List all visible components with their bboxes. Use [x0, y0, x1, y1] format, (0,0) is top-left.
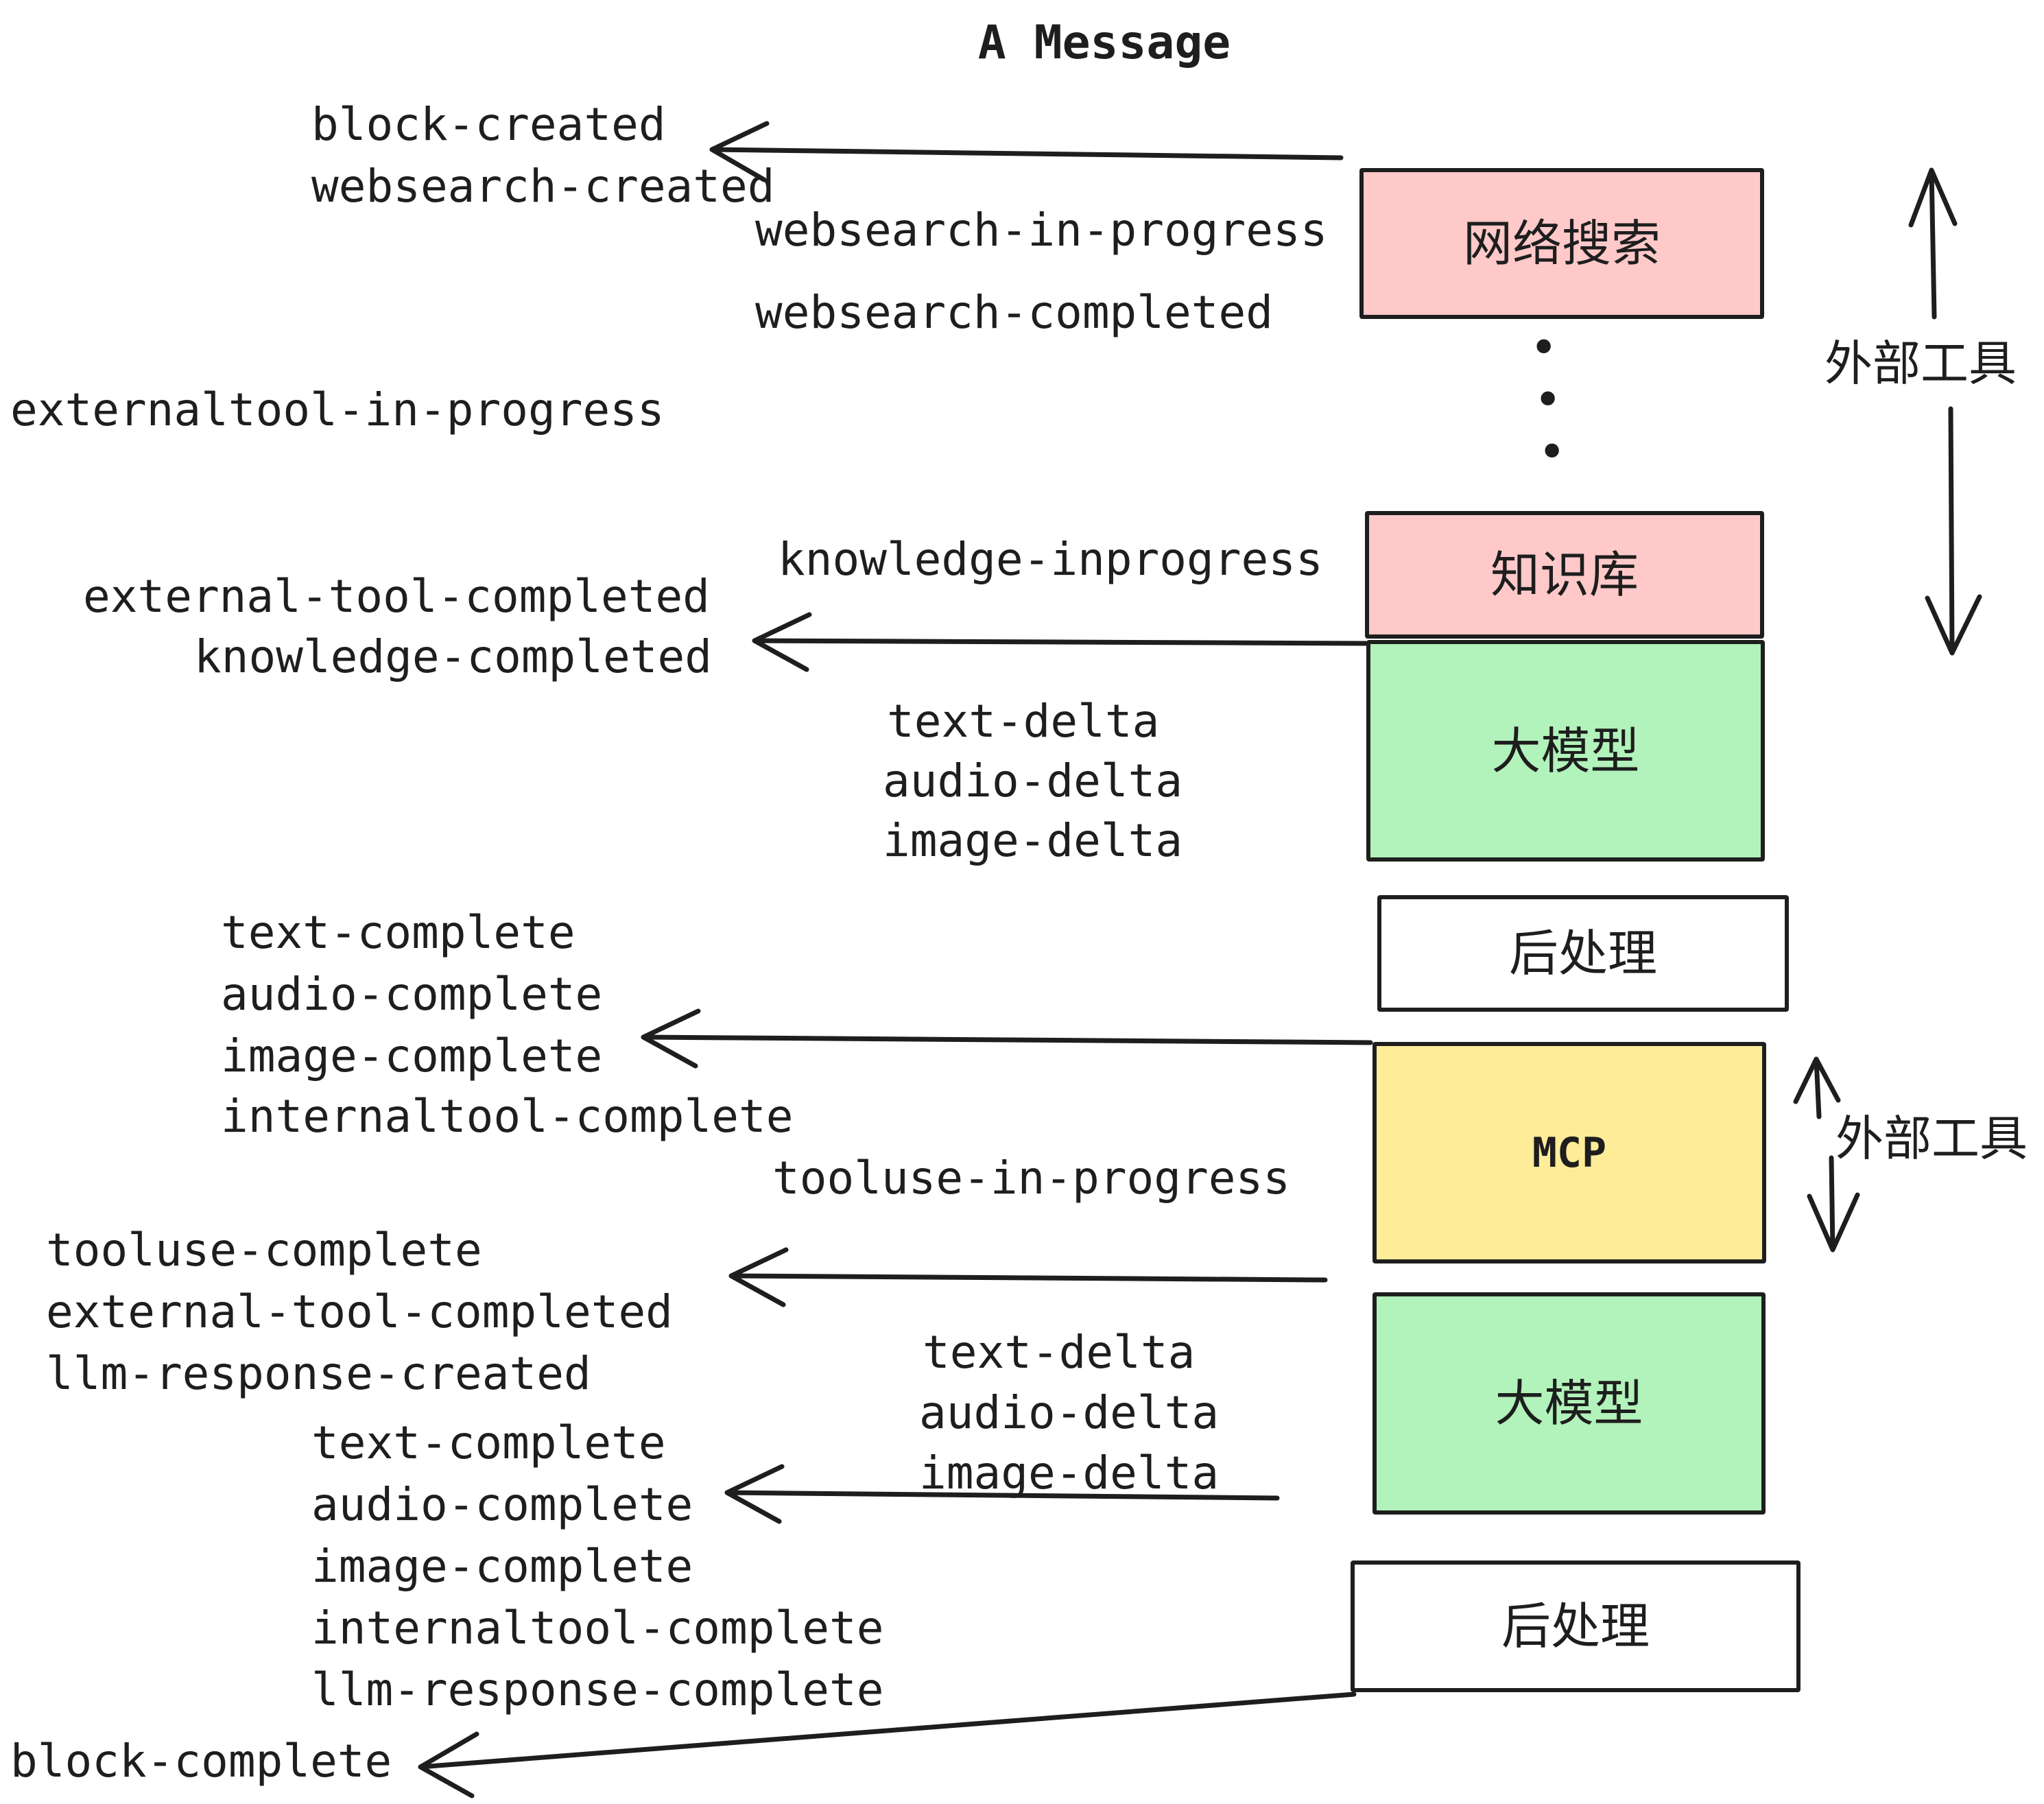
- arrow-llm1-to-knowledge-completed: [752, 612, 1369, 672]
- arrow-external-tools-top-up: [1908, 167, 1958, 320]
- event-image-complete-1: image-complete: [221, 1030, 603, 1082]
- event-knowledge-completed: knowledge-completed: [194, 630, 712, 683]
- event-image-complete-2: image-complete: [311, 1540, 693, 1593]
- ellipsis-dot: •: [1534, 372, 1562, 428]
- event-internaltool-complete-1: internaltool-complete: [221, 1090, 794, 1143]
- event-externaltool-in-progress: externaltool-in-progress: [10, 383, 665, 436]
- event-block-created: block-created: [311, 98, 666, 151]
- event-text-delta-1: text-delta: [887, 695, 1160, 748]
- arrow-external-tools-mcp-up: [1793, 1056, 1841, 1119]
- event-external-tool-completed-2: external-tool-completed: [46, 1285, 673, 1338]
- box-postprocess-1-label: 后处理: [1508, 925, 1657, 982]
- ellipsis-dot: •: [1538, 424, 1567, 480]
- box-knowledge-label: 知识库: [1490, 546, 1639, 604]
- box-llm-2: 大模型: [1372, 1292, 1766, 1515]
- event-text-complete-2: text-complete: [311, 1416, 666, 1469]
- side-label-external-tools-mcp: 外部工具: [1835, 1111, 2028, 1167]
- event-text-complete-1: text-complete: [221, 906, 575, 959]
- event-audio-complete-2: audio-complete: [311, 1478, 693, 1531]
- box-llm-2-label: 大模型: [1495, 1375, 1643, 1432]
- event-external-tool-completed-1: external-tool-completed: [83, 570, 710, 623]
- event-image-delta-2: image-delta: [919, 1447, 1220, 1499]
- box-knowledge: 知识库: [1365, 511, 1764, 639]
- box-mcp: MCP: [1372, 1042, 1766, 1263]
- box-llm-1-label: 大模型: [1491, 722, 1640, 780]
- event-audio-delta-2: audio-delta: [919, 1386, 1220, 1439]
- box-mcp-label: MCP: [1532, 1128, 1607, 1177]
- box-postprocess-2: 后处理: [1351, 1560, 1801, 1692]
- arrow-mcp-to-image-complete: [641, 1008, 1373, 1069]
- event-tooluse-in-progress: tooluse-in-progress: [772, 1152, 1290, 1204]
- side-label-external-tools-top: 外部工具: [1825, 335, 2017, 392]
- event-llm-response-created: llm-response-created: [46, 1347, 591, 1400]
- event-audio-complete-1: audio-complete: [221, 968, 603, 1021]
- box-postprocess-2-label: 后处理: [1501, 1598, 1650, 1655]
- box-websearch: 网络搜索: [1359, 168, 1764, 319]
- event-audio-delta-1: audio-delta: [883, 755, 1183, 807]
- box-postprocess-1: 后处理: [1377, 895, 1789, 1012]
- event-websearch-in-progress: websearch-in-progress: [755, 204, 1328, 257]
- event-internaltool-complete-2: internaltool-complete: [311, 1602, 884, 1654]
- box-llm-1: 大模型: [1366, 640, 1765, 862]
- event-block-complete: block-complete: [10, 1735, 392, 1788]
- arrow-external-tools-mcp-down: [1807, 1155, 1860, 1253]
- event-websearch-created: websearch-created: [311, 160, 775, 213]
- event-knowledge-inprogress: knowledge-inprogress: [778, 533, 1323, 586]
- event-llm-response-complete: llm-response-complete: [311, 1663, 884, 1716]
- diagram-title: A Message: [977, 16, 1231, 70]
- arrow-websearch-to-block-created: [709, 121, 1344, 182]
- event-tooluse-complete: tooluse-complete: [46, 1224, 482, 1277]
- event-text-delta-2: text-delta: [923, 1326, 1196, 1379]
- event-image-delta-1: image-delta: [883, 814, 1183, 867]
- box-websearch-label: 网络搜索: [1462, 215, 1661, 272]
- arrow-external-tools-top-down: [1925, 406, 1982, 656]
- arrow-mcp-to-external-tool-completed: [728, 1247, 1328, 1307]
- ellipsis-dot: •: [1530, 320, 1558, 376]
- event-websearch-completed: websearch-completed: [755, 286, 1273, 339]
